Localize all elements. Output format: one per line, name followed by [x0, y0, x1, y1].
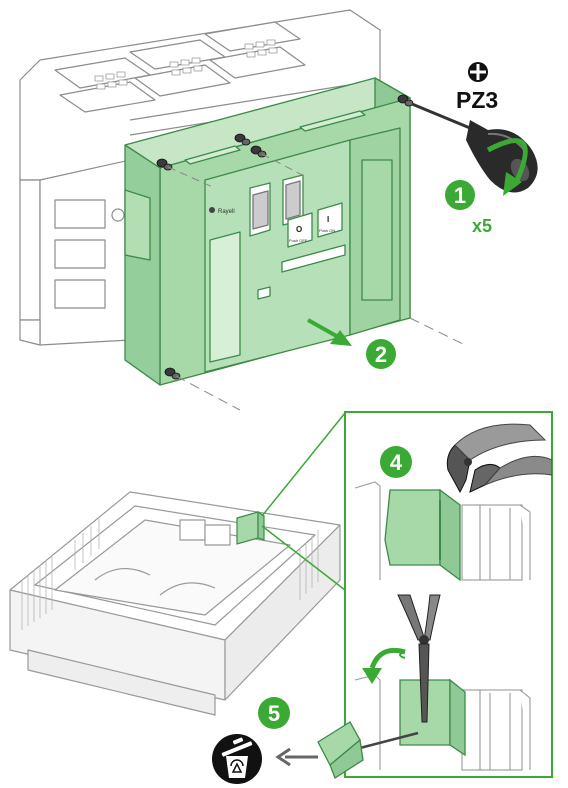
rotation-arrow [486, 138, 528, 196]
detail-cut: 4 [354, 423, 552, 582]
svg-text:1: 1 [454, 183, 466, 208]
zoom-callout-lines [261, 412, 346, 591]
base-tray [9, 491, 341, 716]
svg-text:2: 2 [375, 342, 387, 367]
step-badge-2: 2 [366, 339, 396, 369]
button-open-sub: Push OFF [289, 238, 308, 243]
step-badge-1: 1 [445, 180, 475, 210]
guide-lines [167, 153, 466, 411]
screw-icon [234, 133, 251, 146]
long-nose-pliers-icon [397, 594, 441, 723]
zoom-panel: 4 [344, 411, 553, 778]
breaker-body [19, 9, 381, 346]
pull-arrow [307, 318, 352, 346]
logo-text: Rayell [218, 209, 235, 215]
front-cover-labels: Rayell O I Push OFF Push ON [209, 207, 335, 243]
step-badge-4: 4 [380, 446, 412, 478]
step-badge-5: 5 [258, 697, 290, 729]
tool-bit-label: PZ3 [456, 87, 498, 113]
button-close-sub: Push ON [319, 228, 335, 233]
removed-tab [317, 721, 419, 779]
detail-tab-upper [384, 488, 461, 582]
svg-text:5: 5 [268, 701, 280, 726]
arrow-left-icon [275, 747, 318, 767]
button-close-label: I [327, 215, 329, 224]
cutting-pliers-icon [446, 423, 552, 494]
detail-tab-lower [399, 678, 466, 757]
svg-text:4: 4 [390, 450, 403, 475]
breakable-tab[interactable] [236, 510, 265, 545]
button-open-label: O [296, 225, 302, 234]
bend-arrow-icon [362, 647, 406, 684]
screw-icon [397, 94, 414, 107]
recycle-bin-icon [212, 734, 262, 784]
phillips-bit-icon [468, 62, 488, 82]
repeat-count: x5 [472, 216, 492, 236]
logo-icon [209, 207, 215, 213]
detail-bend [354, 594, 531, 771]
